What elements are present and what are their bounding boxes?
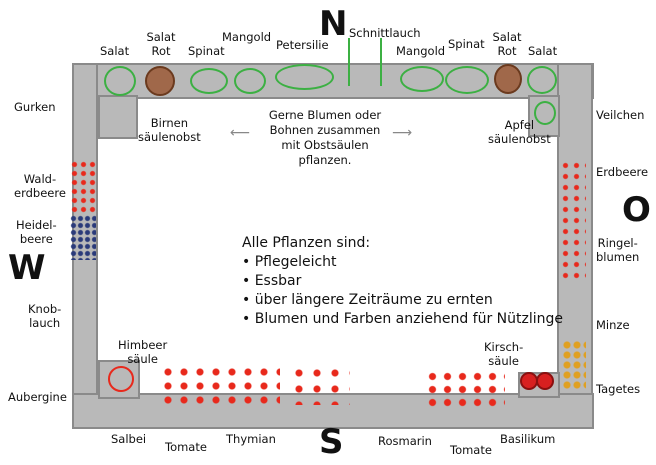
compass-north: N bbox=[319, 4, 348, 44]
label-salat-rot: Salat Rot bbox=[146, 30, 176, 58]
plant-salat-rot-2 bbox=[494, 64, 522, 94]
compass-west: W bbox=[8, 248, 46, 288]
plant-salat bbox=[104, 66, 136, 96]
plant-tagetes bbox=[562, 340, 586, 390]
arrow-left-icon: ⟵ bbox=[230, 125, 251, 141]
plant-petersilie bbox=[275, 64, 334, 90]
label-salat: Salat bbox=[100, 44, 130, 58]
plant-spinat-2 bbox=[445, 66, 489, 94]
companion-note: Gerne Blumen oder Bohnen zusammen mit Ob… bbox=[268, 108, 382, 167]
label-ringelblumen: Ringel- blumen bbox=[596, 236, 640, 264]
plant-salat-2 bbox=[527, 66, 557, 94]
info-item: • Essbar bbox=[242, 273, 302, 289]
label-basilikum: Basilikum bbox=[500, 432, 556, 446]
label-erdbeere: Erdbeere bbox=[596, 165, 649, 179]
info-item: • Blumen und Farben anziehend für Nützli… bbox=[242, 311, 564, 327]
plant-mangold bbox=[234, 68, 266, 94]
plant-schnittlauch bbox=[348, 38, 382, 86]
info-title: Alle Pflanzen sind: bbox=[242, 235, 371, 251]
arrow-right-icon: ⟶ bbox=[392, 125, 413, 141]
label-aubergine: Aubergine bbox=[8, 390, 67, 404]
apple-icon bbox=[534, 101, 556, 125]
label-veilchen: Veilchen bbox=[596, 108, 645, 122]
label-tomate-2: Tomate bbox=[450, 443, 492, 457]
label-schnittlauch: Schnittlauch bbox=[349, 26, 421, 40]
pear-column-box bbox=[98, 95, 138, 139]
label-apfel-saeulenobst: Apfel säulenobst bbox=[488, 118, 551, 146]
compass-south: S bbox=[319, 422, 344, 462]
label-kirschsaeule: Kirsch- säule bbox=[484, 340, 524, 368]
raspberry-icon bbox=[108, 366, 134, 392]
label-birnen-saeulenobst: Birnen säulenobst bbox=[138, 116, 201, 144]
label-tagetes: Tagetes bbox=[596, 382, 641, 396]
label-petersilie: Petersilie bbox=[276, 38, 329, 52]
plant-heidelbeere bbox=[70, 215, 96, 260]
label-spinat: Spinat bbox=[188, 44, 225, 58]
plant-salat-rot bbox=[145, 66, 175, 96]
label-knoblauch: Knob- lauch bbox=[28, 302, 62, 330]
plant-tomate-2 bbox=[425, 370, 505, 410]
plant-walderdbeere bbox=[70, 160, 96, 215]
label-gurken: Gurken bbox=[14, 100, 56, 114]
info-item: • Pflegeleicht bbox=[242, 254, 337, 270]
info-list: Alle Pflanzen sind: • Pflegeleicht • Ess… bbox=[242, 234, 563, 329]
plant-paprika bbox=[290, 365, 350, 405]
label-rosmarin: Rosmarin bbox=[378, 434, 432, 448]
plant-spinat bbox=[190, 68, 228, 94]
plant-tomate bbox=[160, 365, 280, 405]
label-salat-rot-2: Salat Rot bbox=[492, 30, 522, 58]
label-salat-2: Salat bbox=[528, 44, 558, 58]
compass-east: O bbox=[622, 190, 651, 230]
label-thymian: Thymian bbox=[226, 432, 276, 446]
label-tomate: Tomate bbox=[165, 440, 207, 454]
label-minze: Minze bbox=[596, 318, 630, 332]
info-item: • über längere Zeiträume zu ernten bbox=[242, 292, 493, 308]
label-himbeersaeule: Himbeer säule bbox=[118, 338, 168, 366]
cherry-icon bbox=[536, 372, 554, 390]
label-walderdbeere: Wald- erdbeere bbox=[14, 172, 66, 200]
plant-erdbeere-ringelblumen bbox=[560, 160, 586, 280]
label-spinat-2: Spinat bbox=[448, 37, 485, 51]
plant-mangold-2 bbox=[400, 66, 444, 92]
label-heidelbeere: Heidel- beere bbox=[16, 218, 57, 246]
label-salbei: Salbei bbox=[111, 432, 147, 446]
label-mangold-2: Mangold bbox=[396, 44, 446, 58]
label-mangold: Mangold bbox=[222, 30, 272, 44]
